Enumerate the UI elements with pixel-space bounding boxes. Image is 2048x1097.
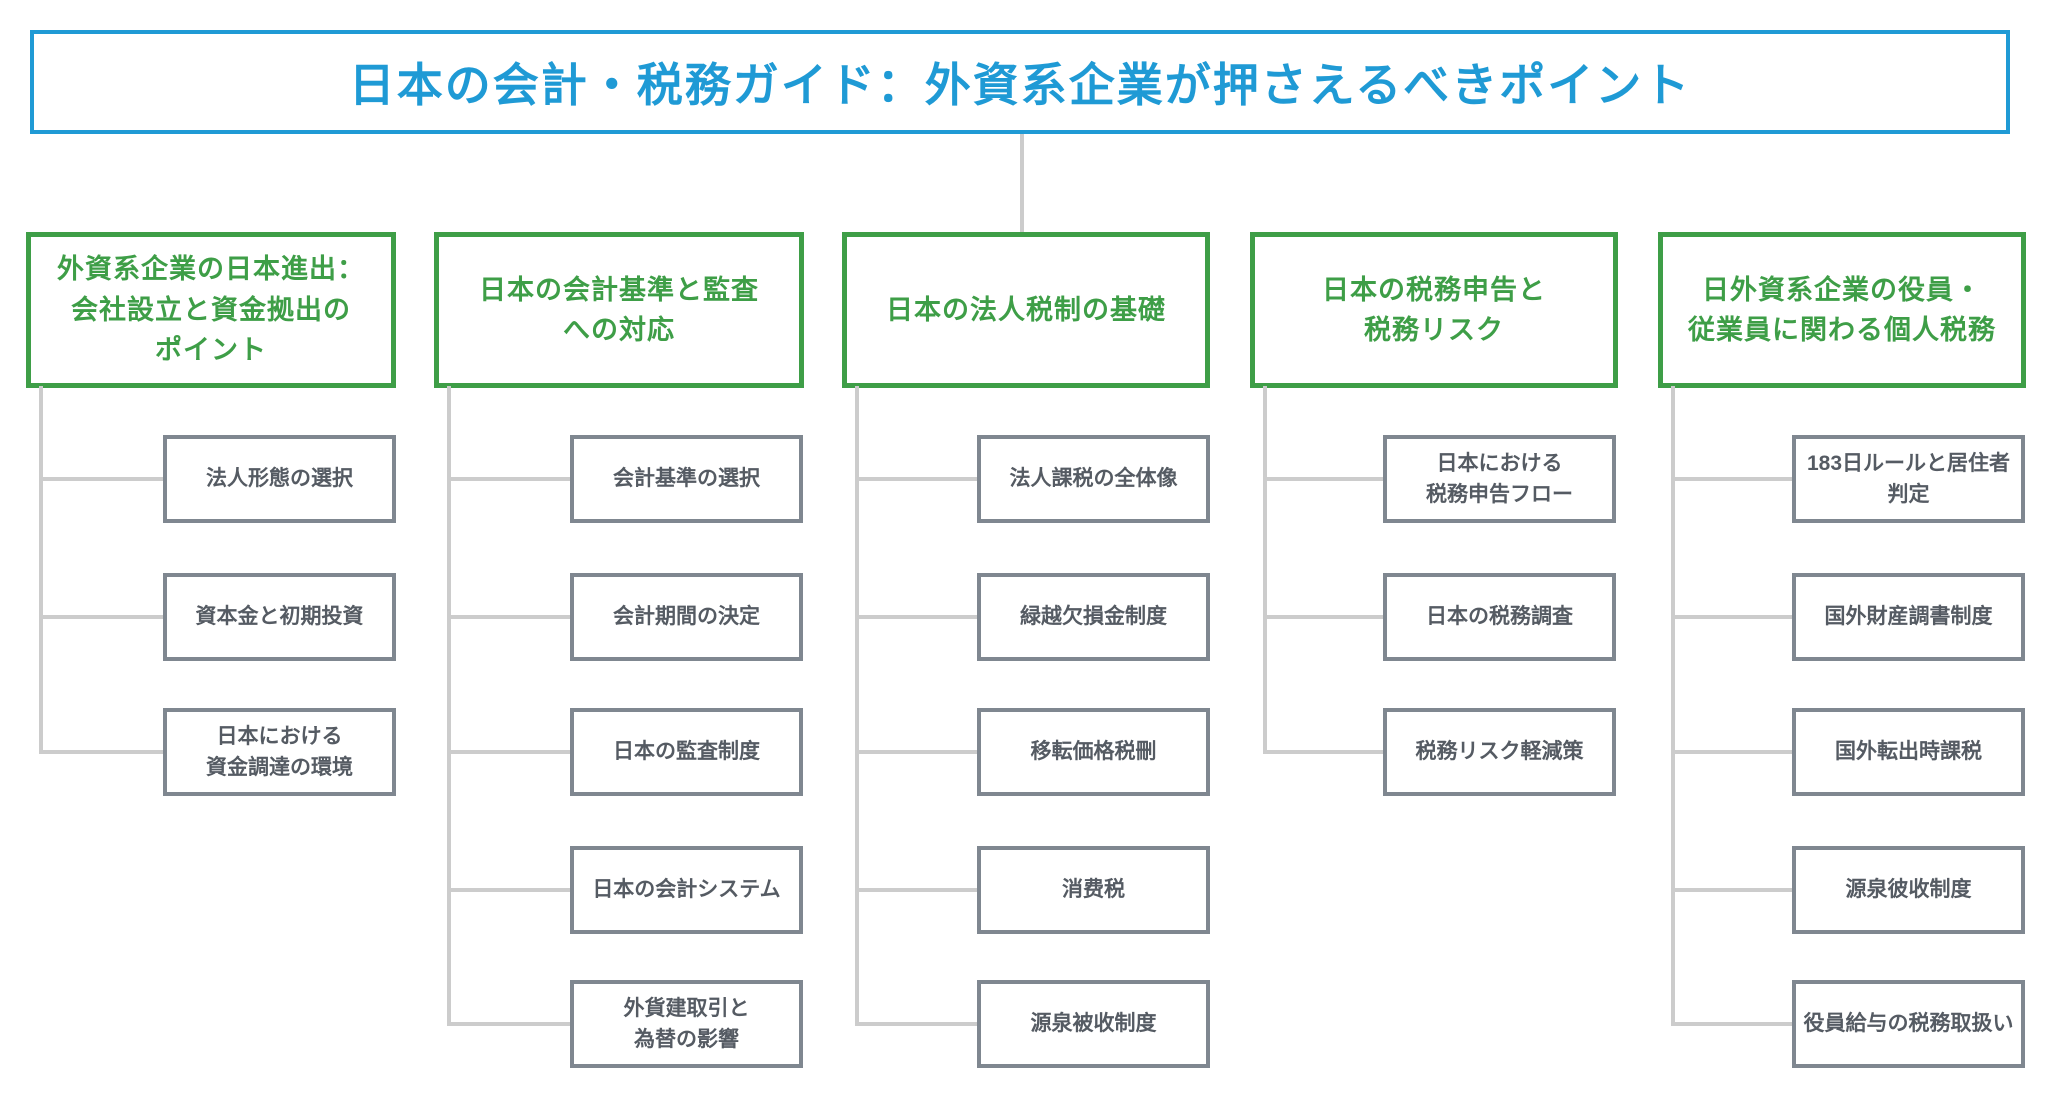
node-transfer-pricing: 移転価格税刪	[977, 708, 1210, 796]
node-tax-investigation: 日本の税務調査	[1383, 573, 1616, 661]
connector-line	[39, 615, 163, 619]
connector-line	[447, 615, 570, 619]
connector-line	[855, 386, 859, 1026]
node-audit-system: 日本の監査制度	[570, 708, 803, 796]
node-fx-transactions: 外貨建取引と 為替の影響	[570, 980, 803, 1068]
node-accounting-system: 日本の会計システム	[570, 846, 803, 934]
connector-line	[1671, 477, 1792, 481]
category-box-accounting-audit: 日本の会計基準と監査 への対応	[434, 232, 804, 388]
connector-line	[447, 477, 570, 481]
node-overseas-assets: 国外財産調書制度	[1792, 573, 2025, 661]
connector-line	[855, 615, 977, 619]
connector-line	[39, 477, 163, 481]
connector-line	[1263, 615, 1383, 619]
node-director-compensation: 役員給与の税務取扱い	[1792, 980, 2025, 1068]
connector-line	[447, 1022, 570, 1026]
node-tax-risk-mitigation: 税務リスク軽減策	[1383, 708, 1616, 796]
connector-line	[855, 750, 977, 754]
diagram-title-box: 日本の会計・税務ガイド：外資系企業が押さえるべきポイント	[30, 30, 2010, 134]
connector-line	[1671, 386, 1675, 1026]
connector-line	[1020, 134, 1024, 232]
connector-line	[855, 1022, 977, 1026]
node-fundraising-env: 日本における 資金調達の環境	[163, 708, 396, 796]
category-box-japan-entry: 外資系企業の日本進出： 会社設立と資金拠出の ポイント	[26, 232, 396, 388]
connector-line	[1263, 750, 1383, 754]
connector-line	[1671, 1022, 1792, 1026]
connector-line	[39, 750, 163, 754]
connector-line	[855, 888, 977, 892]
category-box-tax-filing: 日本の税務申告と 税務リスク	[1250, 232, 1618, 388]
connector-line	[1263, 477, 1383, 481]
node-withholding-personal: 源泉彼收制度	[1792, 846, 2025, 934]
connector-line	[1671, 750, 1792, 754]
connector-line	[447, 386, 451, 1026]
connector-line	[447, 888, 570, 892]
category-box-corporate-tax: 日本の法人税制の基礎	[842, 232, 1210, 388]
node-corporate-tax-overview: 法人課税の全体像	[977, 435, 1210, 523]
node-tax-filing-flow: 日本における 税務申告フロー	[1383, 435, 1616, 523]
diagram-title: 日本の会計・税務ガイド：外資系企業が押さえるべきポイント	[348, 59, 1692, 111]
connector-line	[855, 477, 977, 481]
node-capital-invest: 資本金と初期投資	[163, 573, 396, 661]
node-183-day-rule: 183日ルールと居住者 判定	[1792, 435, 2025, 523]
node-withholding-system: 源泉被收制度	[977, 980, 1210, 1068]
connector-line	[1263, 386, 1267, 754]
node-exit-tax: 国外転出時課税	[1792, 708, 2025, 796]
node-accounting-standards: 会計基準の選択	[570, 435, 803, 523]
node-entity-form: 法人形態の選択	[163, 435, 396, 523]
connector-line	[447, 750, 570, 754]
node-consumption-tax: 消费税	[977, 846, 1210, 934]
node-fiscal-period: 会計期間の決定	[570, 573, 803, 661]
connector-line	[39, 386, 43, 754]
connector-line	[1671, 615, 1792, 619]
category-box-personal-tax: 日外資系企業の役員・ 従業員に関わる個人税務	[1658, 232, 2026, 388]
node-loss-carryforward: 緑越欠損金制度	[977, 573, 1210, 661]
connector-line	[1671, 888, 1792, 892]
